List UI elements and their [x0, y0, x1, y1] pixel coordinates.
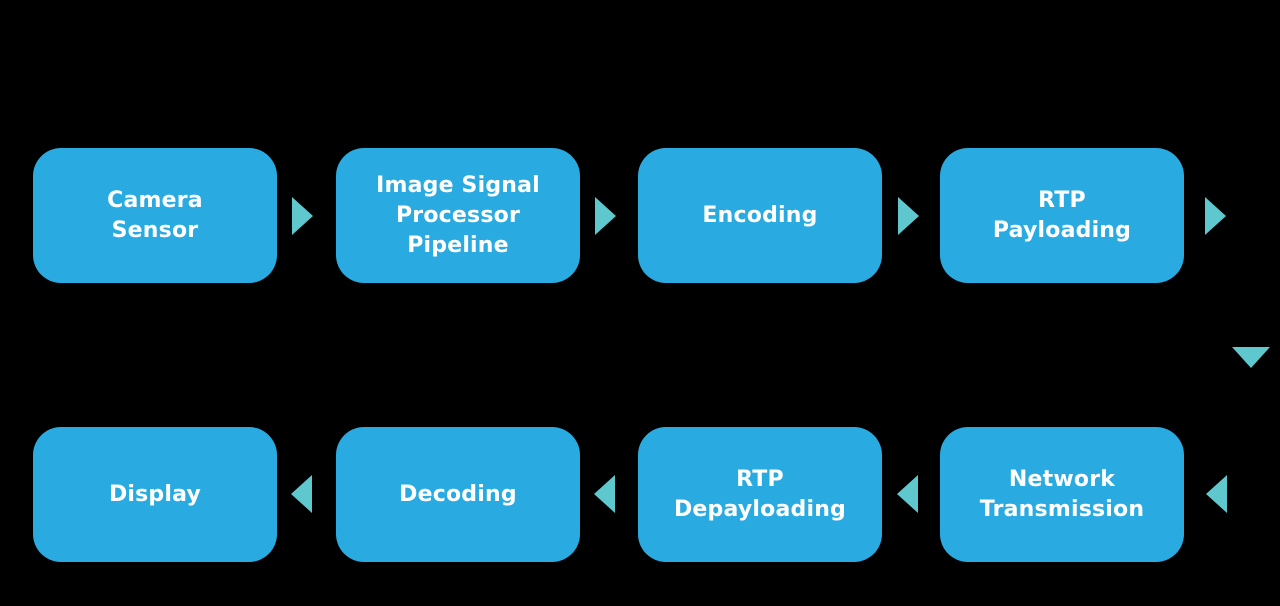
node-isp-pipeline-label: Image Signal Processor Pipeline: [376, 172, 540, 258]
arrow-right-icon: [898, 197, 919, 235]
arrow-right-icon: [1205, 197, 1226, 235]
arrow-right-icon: [595, 197, 616, 235]
node-display-label: Display: [108, 481, 202, 507]
node-rtp-depayloading: RTP Depayloading: [638, 427, 882, 562]
node-camera-sensor-label: Camera Sensor: [107, 187, 203, 243]
arrow-left-icon: [1206, 475, 1227, 513]
arrow-right-icon: [292, 197, 313, 235]
arrow-down-icon: [1232, 347, 1270, 368]
node-isp-pipeline: Image Signal Processor Pipeline: [336, 148, 580, 283]
node-camera-sensor: Camera Sensor: [33, 148, 277, 283]
node-rtp-depayloading-label: RTP Depayloading: [673, 466, 847, 522]
node-decoding-label: Decoding: [399, 481, 517, 507]
arrow-left-icon: [594, 475, 615, 513]
node-network-transmission: Network Transmission: [940, 427, 1184, 562]
node-network-transmission-label: Network Transmission: [979, 466, 1145, 522]
node-rtp-payloading: RTP Payloading: [940, 148, 1184, 283]
node-encoding: Encoding: [638, 148, 882, 283]
arrow-left-icon: [897, 475, 918, 513]
node-display: Display: [33, 427, 277, 562]
node-encoding-label: Encoding: [702, 202, 818, 228]
arrow-left-icon: [291, 475, 312, 513]
node-decoding: Decoding: [336, 427, 580, 562]
node-rtp-payloading-label: RTP Payloading: [992, 187, 1132, 243]
